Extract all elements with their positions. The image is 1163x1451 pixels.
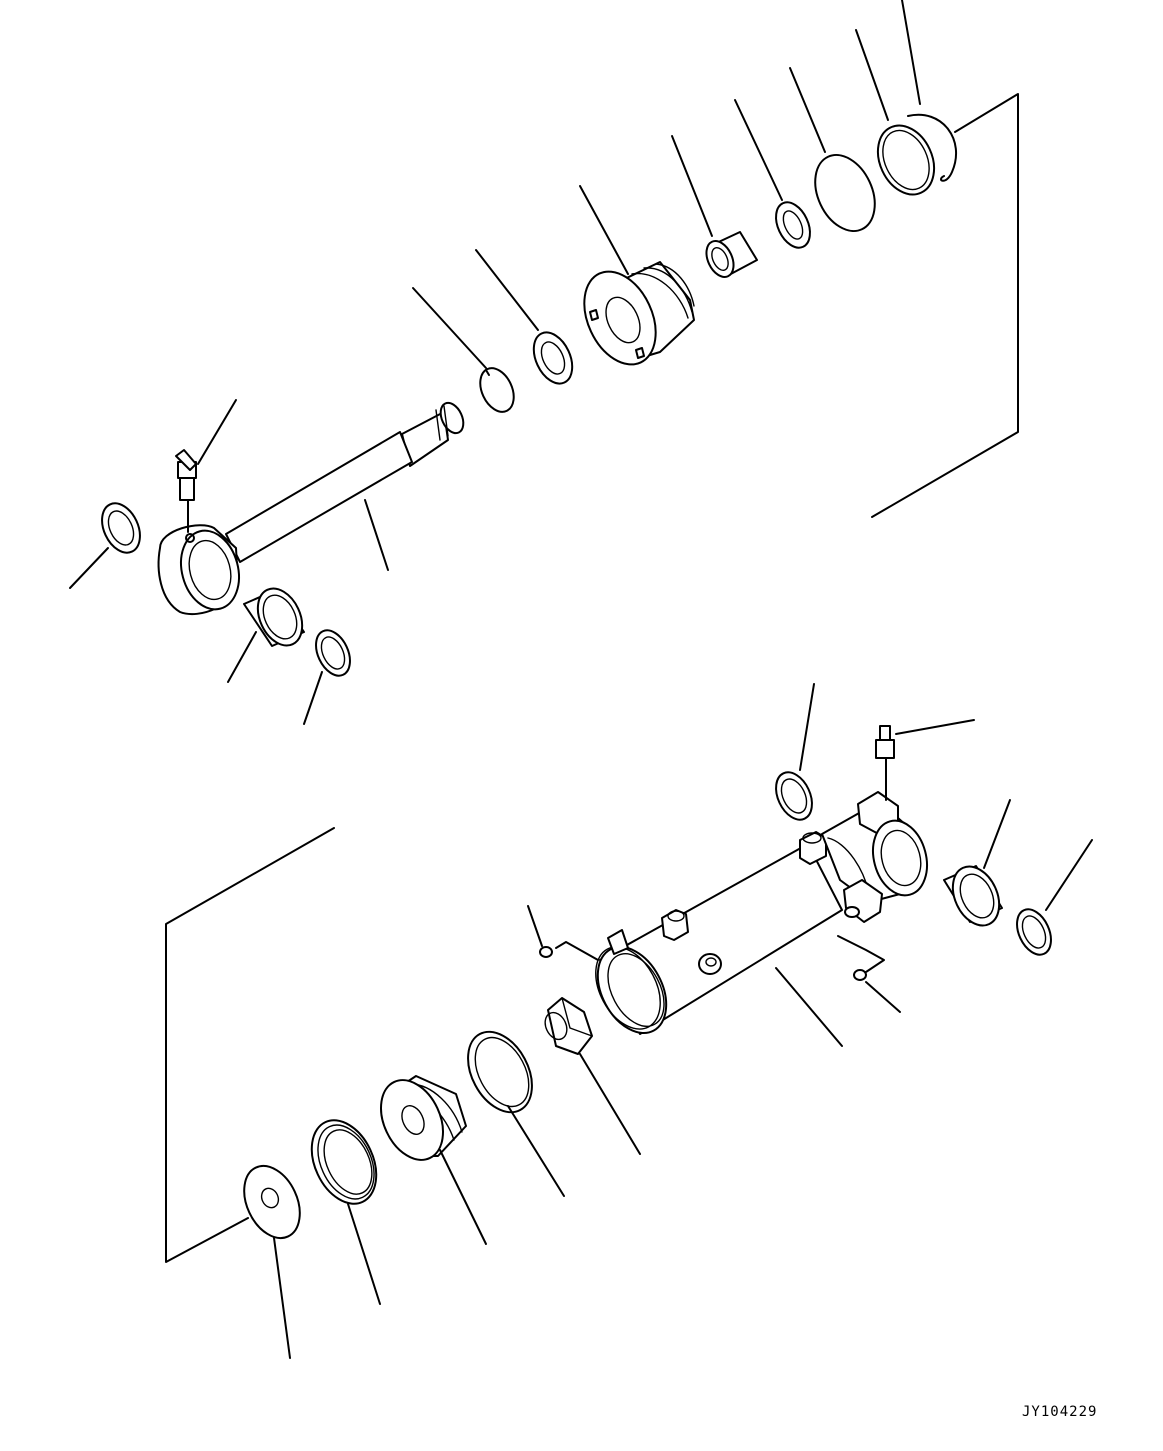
wear-ring	[467, 1030, 533, 1114]
plug-left-link	[555, 941, 599, 961]
piston	[380, 1075, 467, 1161]
leader-clevis-bushing	[983, 799, 1011, 869]
leader-piston-seal	[347, 1203, 381, 1305]
leader-plug-right	[865, 981, 901, 1013]
leader-cylinder-tube	[775, 967, 843, 1047]
plug-left	[539, 946, 553, 958]
rod-bushing	[705, 231, 758, 278]
grease-fitting-rod	[175, 449, 197, 533]
backup-ring	[775, 201, 811, 249]
leader-rod-bushing	[671, 135, 713, 237]
leader-cylinder-head	[579, 185, 629, 275]
lower-bracket-line	[165, 827, 335, 1263]
leader-snap-ring-a	[855, 29, 889, 121]
leader-piston-rod	[364, 499, 389, 571]
plug-right-link	[837, 935, 885, 973]
clevis-bushing	[943, 865, 1003, 927]
leader-rod-eye-seal-right	[303, 671, 323, 725]
leader-dust-seal	[475, 249, 539, 331]
cylinder-bottom-clevis	[821, 791, 928, 923]
leader-piston	[439, 1149, 487, 1245]
leader-clevis-seal-right	[1045, 839, 1093, 911]
leader-grease-fitting-rod	[197, 399, 237, 465]
piston-nut	[544, 997, 593, 1055]
leader-o-ring	[789, 67, 826, 153]
piston-rod	[225, 401, 465, 563]
drawing-code: JY104229	[1022, 1404, 1098, 1420]
o-ring	[814, 153, 876, 233]
rod-eye-seal-left	[101, 502, 141, 554]
plug-right	[853, 969, 867, 981]
clevis-seal-top	[775, 771, 813, 821]
leader-grease-fitting-cylinder	[895, 719, 975, 735]
upper-bracket-line	[871, 93, 1019, 518]
leader-plug-left	[527, 905, 543, 947]
leader-wire-ring	[412, 287, 487, 369]
piston-seal	[310, 1119, 378, 1205]
leader-wear-ring	[507, 1105, 565, 1197]
cylinder-tube	[595, 831, 843, 1035]
leader-snap-ring-b	[901, 0, 921, 105]
snap-ring-pair	[876, 113, 958, 196]
rod-eye	[157, 524, 240, 616]
leader-piston-nut	[579, 1053, 641, 1155]
leader-rod-eye-seal-left	[69, 547, 109, 589]
dust-seal	[532, 331, 574, 385]
leader-clevis-seal-top	[799, 683, 815, 771]
leader-backup-ring	[734, 99, 783, 201]
cylinder-head	[583, 261, 695, 366]
washer	[243, 1164, 301, 1240]
clevis-seal-right	[1016, 908, 1052, 956]
wire-ring	[479, 367, 515, 413]
leader-rod-eye-bushing	[227, 631, 257, 683]
grease-fitting-cylinder	[875, 725, 895, 801]
leader-washer	[273, 1237, 291, 1359]
rod-eye-bushing	[243, 587, 305, 647]
rod-eye-seal-right	[315, 629, 351, 677]
